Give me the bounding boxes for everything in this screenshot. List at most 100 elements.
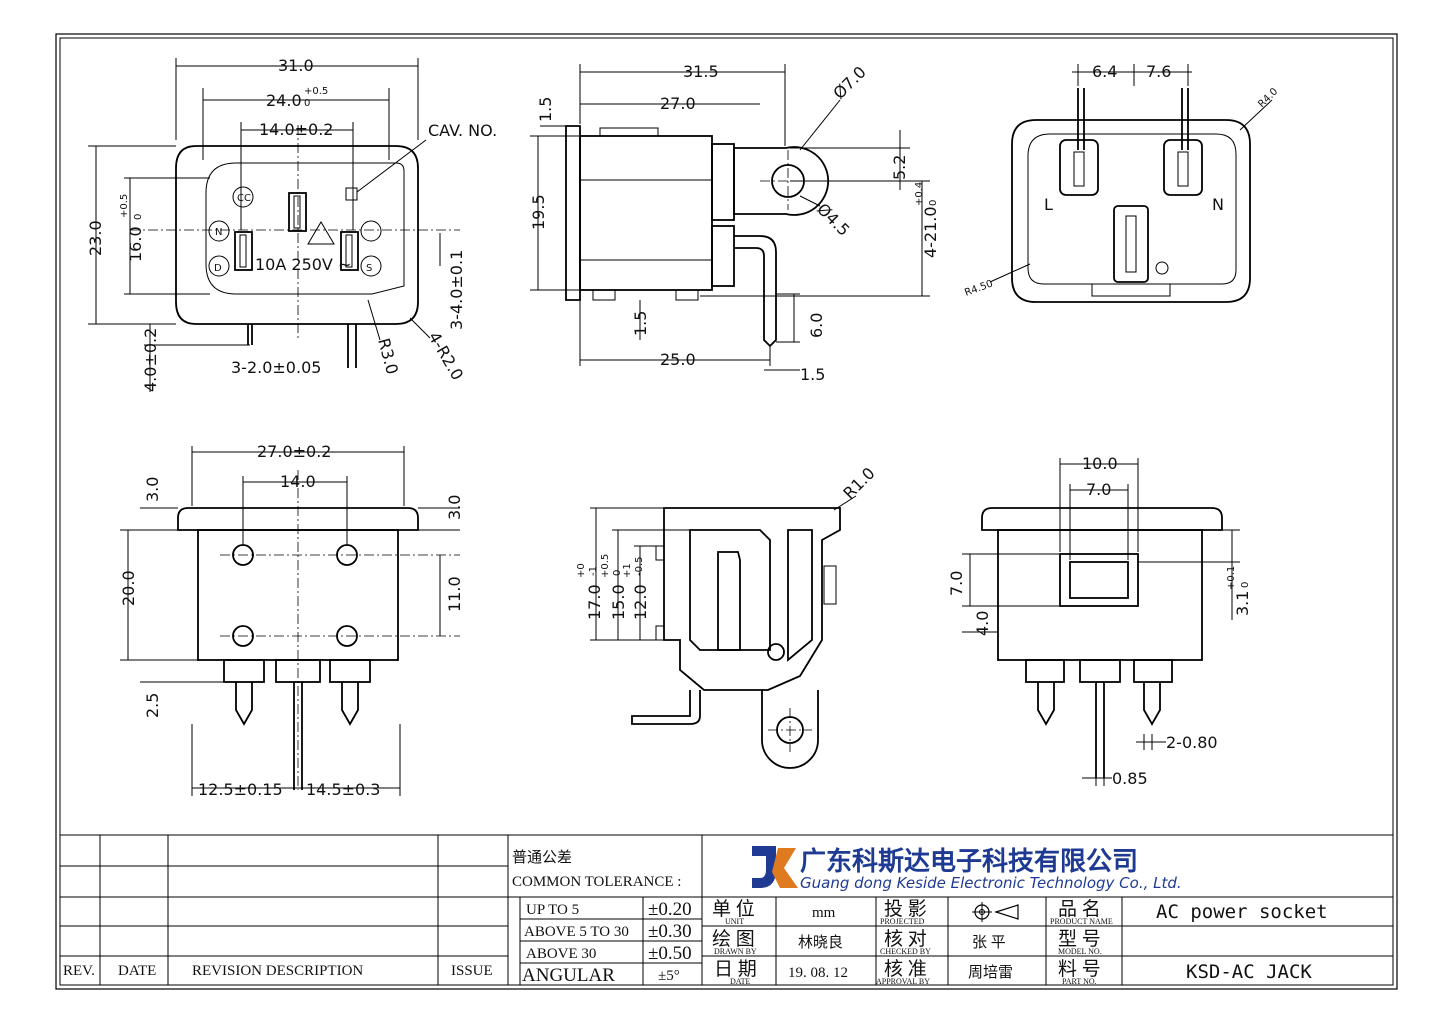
dim-front-r2: 4-R2.0 (425, 329, 468, 384)
dim-bottom-25: 2.5 (143, 693, 162, 718)
rating-text: 10A 250V ~ (255, 255, 351, 274)
date-header: DATE (118, 963, 156, 979)
date-value: 19. 08. 12 (788, 965, 848, 981)
dim-front-inner-h-tol-sub: 0 (133, 214, 144, 220)
projected-label-cn: 投 影 (884, 898, 927, 920)
side-view: 31.5 27.0 1.5 19.5 Ø7.0 Ø4.5 5.2 4-21.0 … (529, 62, 940, 384)
rear-mark-n: N (1212, 195, 1224, 214)
dim-rear-r45: R4.50 (963, 278, 994, 298)
company-name-en: Guang dong Keside Electronic Technology … (800, 874, 1182, 892)
issue-header: ISSUE (451, 963, 493, 979)
dim-end-31-tol-sup: +0.1 (1226, 566, 1237, 590)
projected-label-en: PROJECTED (880, 917, 925, 926)
dim-bottom-145: 14.5±0.3 (306, 780, 380, 799)
approval-label-cn: 核 准 (884, 958, 927, 980)
dim-side-195: 19.5 (529, 194, 548, 230)
part-label-en: PART NO. (1062, 977, 1097, 986)
dim-bottom-27: 27.0±0.2 (257, 442, 331, 461)
checked-label-en: CHECKED BY (880, 947, 931, 956)
dim-side-phi7: Ø7.0 (829, 62, 869, 102)
bottom-view: 27.0±0.2 14.0 3.0 3.0 20.0 11.0 2.5 12.5… (119, 442, 464, 799)
dim-bottom-3a: 3.0 (143, 477, 162, 502)
dim-side-52: 5.2 (890, 155, 909, 180)
dim-bottom-14: 14.0 (280, 472, 316, 491)
dim-end-10: 10.0 (1082, 454, 1118, 473)
dim-side-60: 6.0 (807, 313, 826, 338)
unit-value: mm (812, 905, 836, 921)
tol-value-3: ±0.50 (648, 943, 692, 964)
tol-value-1: ±0.20 (648, 899, 692, 920)
checked-label-cn: 核 对 (884, 928, 927, 950)
part-value: KSD-AC JACK (1186, 961, 1312, 983)
dim-side-27: 27.0 (660, 94, 696, 113)
approval-value: 周培雷 (968, 964, 1013, 981)
rear-mark-l: L (1044, 195, 1053, 214)
dim-bottom-125: 12.5±0.15 (198, 780, 283, 799)
tol-range-2: ABOVE 5 TO 30 (524, 924, 629, 940)
dim-section-15: 15.0 (609, 584, 628, 620)
outer-frame (55, 33, 1398, 990)
dim-rear-64: 6.4 (1092, 62, 1117, 81)
dim-section-12-tol-sub: -0.5 (634, 556, 645, 576)
dim-section-12: 12.0 (631, 584, 650, 620)
dim-front-height: 23.0 (86, 220, 105, 256)
dim-side-15c: 1.5 (800, 365, 825, 384)
tol-range-4: ANGULAR (522, 965, 615, 986)
dim-front-slot: 3-4.0±0.1 (447, 250, 466, 330)
company-logo (752, 846, 798, 888)
dim-front-inner-tol-sub: 0 (304, 98, 310, 109)
unit-label-cn: 单 位 (712, 898, 755, 920)
tolerance-title-cn: 普通公差 (512, 849, 572, 866)
projection-symbol-icon (972, 902, 1019, 922)
dim-section-17: 17.0 (585, 584, 604, 620)
checked-value: 张 平 (972, 934, 1006, 951)
date-label-en: DATE (730, 977, 751, 986)
dim-front-pin-len: 4.0±0.2 (141, 328, 160, 392)
tol-range-1: UP TO 5 (526, 902, 579, 918)
dim-section-17-tol-sup: +0 (576, 563, 587, 578)
svg-text:D: D (214, 263, 222, 274)
dim-front-pin-span: 14.0±0.2 (259, 120, 333, 139)
date-label-cn: 日 期 (714, 958, 757, 980)
model-label-en: MODEL NO. (1058, 947, 1102, 956)
dim-side-4-21: 4-21.0 (921, 206, 940, 258)
front-view: N D S CC 10A 250V ~ 31.0 24.0 +0.5 0 14.… (86, 56, 497, 392)
dim-rear-76: 7.6 (1146, 62, 1171, 81)
approval-label-en: APPROVAL BY (876, 977, 930, 986)
cav-no-label: CAV. NO. (428, 121, 497, 140)
tol-value-2: ±0.30 (648, 921, 692, 942)
dim-front-r3: R3.0 (374, 336, 402, 376)
dim-section-15-tol-sup: +0.5 (600, 554, 611, 578)
dim-section-15-tol-sub: 0 (612, 570, 623, 576)
dim-side-15b: 1.5 (631, 311, 650, 336)
product-name-value: AC power socket (1156, 901, 1328, 923)
dim-bottom-3b: 3.0 (445, 495, 464, 520)
dim-side-phi45: Ø4.5 (813, 199, 853, 239)
drawn-label-cn: 绘 图 (712, 928, 755, 950)
dim-end-7: 7.0 (1086, 480, 1111, 499)
svg-text:S: S (366, 263, 372, 274)
dim-front-pin-w: 3-2.0±0.05 (231, 358, 321, 377)
dim-bottom-11: 11.0 (445, 576, 464, 612)
dim-front-inner-h: 16.0 (126, 226, 145, 262)
end-view: 10.0 7.0 7.0 4.0 3.1 +0.1 0 2-0.80 0.85 (947, 454, 1252, 788)
revision-header: REVISION DESCRIPTION (192, 963, 363, 979)
svg-text:N: N (215, 227, 222, 238)
inner-frame (59, 37, 1394, 986)
dim-section-17-tol-sub: -1 (588, 566, 599, 576)
dim-end-4: 4.0 (973, 611, 992, 636)
dim-front-width: 31.0 (278, 56, 314, 75)
dim-end-7v: 7.0 (947, 571, 966, 596)
dim-end-085: 0.85 (1112, 769, 1148, 788)
dim-end-31-tol-sub: 0 (1240, 582, 1251, 588)
rev-header: REV. (63, 963, 95, 979)
drawn-value: 林晓良 (798, 934, 843, 951)
dim-section-r10: R1.0 (839, 464, 878, 503)
dim-side-15: 1.5 (536, 97, 555, 122)
dim-bottom-20: 20.0 (119, 570, 138, 606)
tol-range-3: ABOVE 30 (526, 946, 596, 962)
svg-text:CC: CC (237, 193, 251, 204)
dim-front-inner-tol-sup: +0.5 (304, 86, 328, 97)
tol-value-4: ±5° (658, 968, 680, 984)
